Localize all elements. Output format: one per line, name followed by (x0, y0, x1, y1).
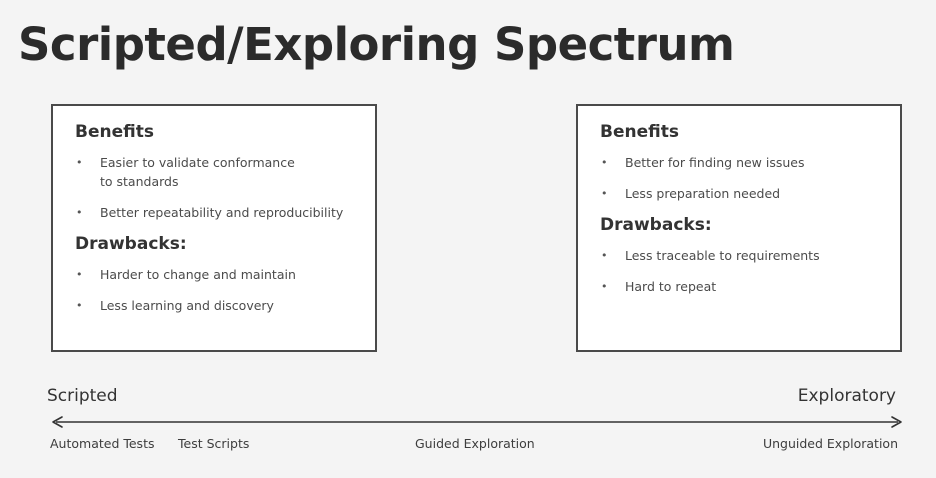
tick-guided-exploration: Guided Exploration (415, 436, 535, 451)
exploratory-box: Benefits • Better for finding new issues… (576, 104, 902, 352)
list-item: • Less traceable to requirements (600, 246, 880, 265)
left-arrowhead-icon (52, 416, 63, 428)
scripted-end-label: Scripted (47, 386, 118, 406)
tick-unguided-exploration: Unguided Exploration (762, 436, 898, 451)
list-item: • Harder to change and maintain (75, 265, 355, 284)
list-item-text: Hard to repeat (625, 279, 717, 294)
tick-test-scripts: Test Scripts (178, 436, 250, 451)
list-item-text: Less learning and discovery (100, 298, 274, 313)
scripted-drawbacks-heading: Drawbacks: (75, 234, 187, 254)
bullet-icon: • (76, 268, 83, 281)
scripted-drawbacks-list: • Harder to change and maintain • Less l… (75, 265, 355, 315)
scripted-benefits-list: • Easier to validate conformance to stan… (75, 153, 355, 222)
scripted-box: Benefits • Easier to validate conformanc… (51, 104, 377, 352)
bullet-icon: • (76, 206, 83, 219)
bullet-icon: • (76, 156, 83, 169)
page-title: Scripted/Exploring Spectrum (18, 18, 735, 71)
list-item-text: Better for finding new issues (625, 155, 805, 170)
list-item-text: Less preparation needed (625, 186, 781, 201)
exploratory-drawbacks-heading: Drawbacks: (600, 215, 712, 235)
bullet-icon: • (601, 249, 608, 262)
bullet-icon: • (601, 187, 608, 200)
tick-automated-tests: Automated Tests (50, 436, 155, 451)
exploratory-benefits-list: • Better for finding new issues • Less p… (600, 153, 880, 203)
exploratory-drawbacks-list: • Less traceable to requirements • Hard … (600, 246, 880, 296)
list-item: • Hard to repeat (600, 277, 880, 296)
right-arrowhead-icon (891, 416, 902, 428)
exploratory-end-label: Exploratory (797, 386, 896, 406)
list-item: • Better repeatability and reproducibili… (75, 203, 355, 222)
bullet-icon: • (601, 280, 608, 293)
scripted-benefits-heading: Benefits (75, 122, 154, 142)
list-item: • Less learning and discovery (75, 296, 355, 315)
bullet-icon: • (601, 156, 608, 169)
bullet-icon: • (76, 299, 83, 312)
list-item: • Easier to validate conformance to stan… (75, 153, 355, 191)
list-item-text: Less traceable to requirements (625, 248, 820, 263)
list-item: • Better for finding new issues (600, 153, 880, 172)
list-item-text: Easier to validate conformance to standa… (100, 155, 295, 189)
list-item: • Less preparation needed (600, 184, 880, 203)
list-item-text: Harder to change and maintain (100, 267, 296, 282)
spectrum-axis (52, 416, 902, 428)
exploratory-benefits-heading: Benefits (600, 122, 679, 142)
list-item-text: Better repeatability and reproducibility (100, 205, 344, 220)
